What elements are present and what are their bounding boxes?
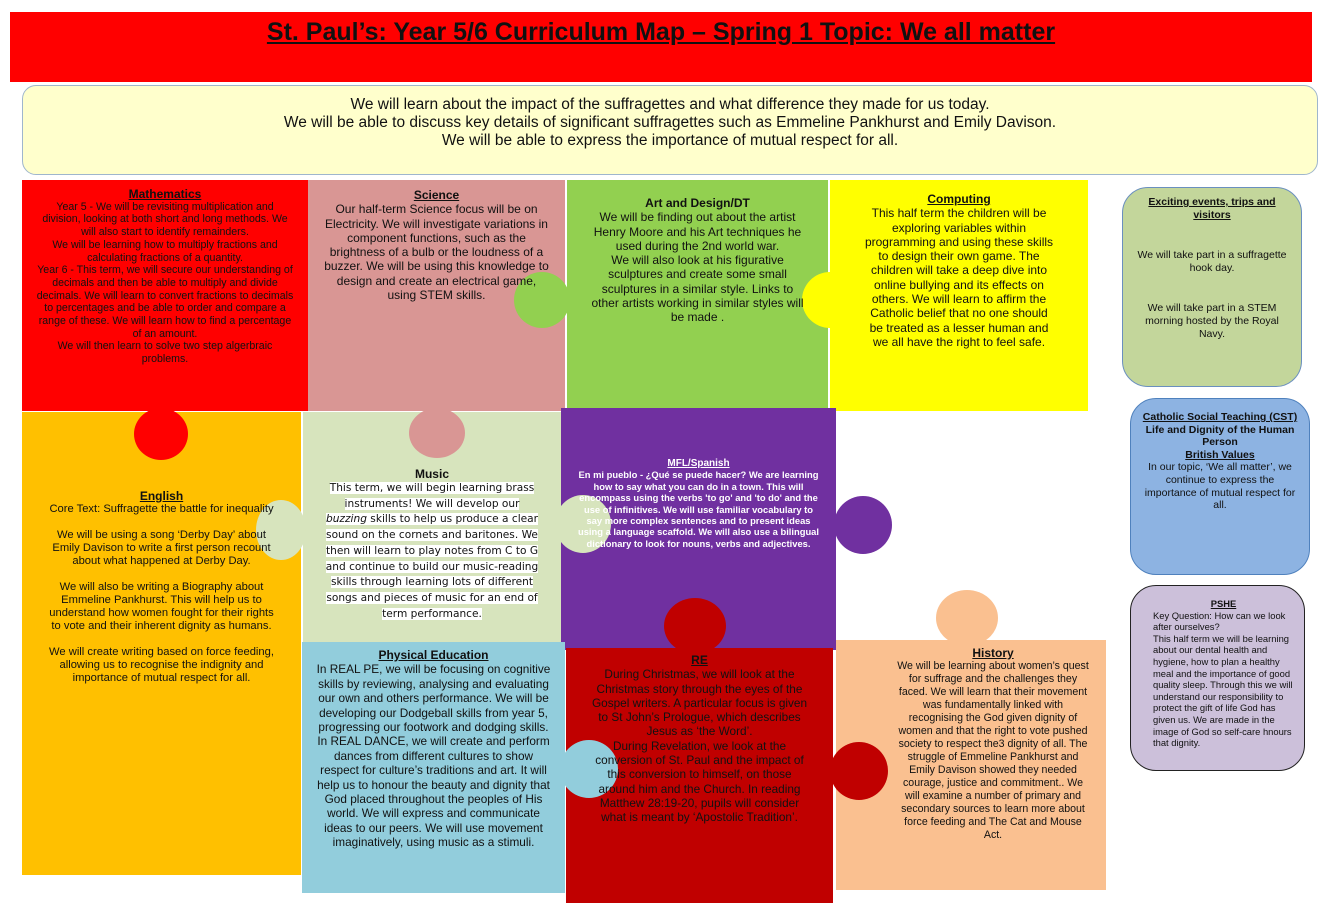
history-body: We will be learning about women’s quest … [897, 660, 1089, 841]
art-heading: Art and Design/DT [645, 196, 750, 210]
science-body: Our half-term Science focus will be on E… [324, 202, 549, 303]
cst-box: Catholic Social Teaching (CST) Life and … [1130, 398, 1310, 575]
history-heading: History [972, 646, 1014, 660]
events-heading: Exciting events, trips and visitors [1148, 196, 1276, 221]
jigsaw-tab [256, 500, 306, 560]
re-body: During Christmas, we will look at the Ch… [591, 667, 808, 825]
jigsaw-tab [664, 598, 726, 654]
re-piece: RE During Christmas, we will look at the… [566, 648, 833, 903]
page-title: St. Paul’s: Year 5/6 Curriculum Map – Sp… [266, 18, 1056, 46]
intro-line: We will be able to discuss key details o… [283, 114, 1057, 131]
events-item: We will take part in a suffragette hook … [1137, 249, 1287, 274]
music-text: skills to help us produce a clear sound … [325, 513, 539, 620]
art-piece: Art and Design/DT We will be finding out… [567, 180, 828, 411]
computing-body: This half term the children will be expl… [864, 206, 1054, 349]
mfl-body: En mi pueblo - ¿Qué se puede hacer? We a… [577, 469, 820, 549]
maths-body: Year 5 - We will be revisiting multiplic… [36, 200, 294, 366]
jigsaw-tab [834, 496, 892, 554]
pe-piece: Physical Education In REAL PE, we will b… [302, 642, 565, 893]
events-item: We will take part in a STEM morning host… [1145, 302, 1279, 340]
jigsaw-tab [134, 408, 188, 460]
pe-heading: Physical Education [378, 648, 489, 662]
computing-piece: Computing This half term the children wi… [830, 180, 1088, 411]
jigsaw-tab [560, 740, 618, 798]
science-piece: Science Our half-term Science focus will… [308, 180, 565, 411]
intro-line: We will be able to express the importanc… [441, 132, 899, 149]
jigsaw-tab [514, 272, 570, 328]
pshe-box: PSHE Key Question: How can we look after… [1130, 585, 1305, 771]
art-body: We will be finding out about the artist … [591, 210, 804, 325]
jigsaw-tab [802, 272, 858, 328]
music-emphasis: buzzing [325, 513, 367, 526]
english-heading: English [139, 489, 184, 503]
english-body: Core Text: Suffragette the battle for in… [49, 503, 274, 684]
jigsaw-tab [409, 408, 465, 458]
music-heading: Music [414, 467, 449, 481]
pshe-heading: PSHE [1210, 598, 1237, 609]
british-values-heading: British Values [1185, 448, 1255, 461]
jigsaw-tab [555, 495, 611, 553]
title-banner: St. Paul’s: Year 5/6 Curriculum Map – Sp… [10, 12, 1312, 82]
pe-body: In REAL PE, we will be focusing on cogni… [316, 662, 551, 850]
science-heading: Science [413, 188, 460, 202]
intro-line: We will learn about the impact of the su… [350, 96, 990, 113]
maths-piece: Mathematics Year 5 - We will be revisiti… [22, 180, 308, 411]
english-piece: English Core Text: Suffragette the battl… [22, 412, 301, 875]
music-body: This term, we will begin learning brass … [323, 481, 541, 622]
cst-heading: Catholic Social Teaching (CST) [1142, 411, 1298, 423]
events-box: Exciting events, trips and visitors We w… [1122, 187, 1302, 387]
computing-heading: Computing [927, 192, 991, 206]
maths-heading: Mathematics [128, 187, 202, 201]
jigsaw-tab [936, 590, 998, 646]
music-text: This term, we will begin learning brass … [329, 482, 535, 510]
pshe-body: Key Question: How can we look after ours… [1153, 609, 1293, 749]
topic-intro: We will learn about the impact of the su… [22, 85, 1318, 175]
cst-subheading: Life and Dignity of the Human Person [1145, 423, 1295, 449]
re-heading: RE [691, 653, 708, 667]
cst-body: In our topic, ‘We all matter’, we contin… [1144, 461, 1296, 512]
mfl-heading: MFL/Spanish [667, 458, 730, 469]
jigsaw-tab [830, 742, 888, 800]
